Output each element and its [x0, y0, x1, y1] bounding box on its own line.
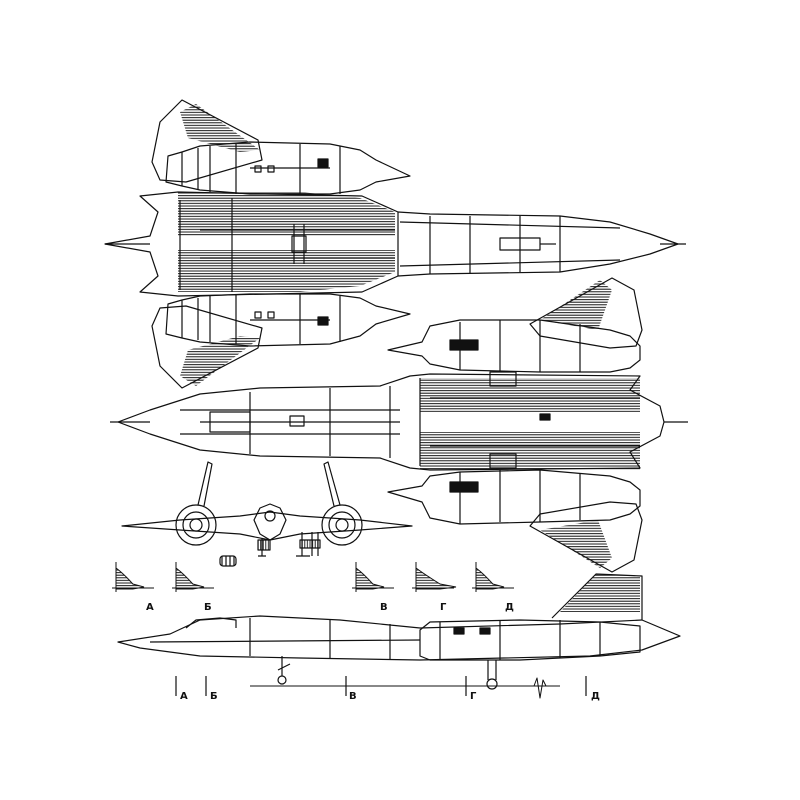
side-canopy [186, 618, 236, 628]
profile-label-d: Д [505, 602, 514, 613]
station-squiggle [530, 678, 552, 698]
bottom-view [110, 278, 688, 572]
bottom-upper-nacelle [388, 320, 640, 372]
side-nose-gear [278, 656, 290, 676]
upper-fin [152, 100, 262, 182]
bottom-wing-upper-hatch [420, 378, 640, 412]
station-label-a: А [180, 691, 188, 702]
section-profile-b [172, 562, 214, 592]
side-fuselage [118, 616, 680, 660]
side-vertical-tail [552, 574, 642, 620]
side-nacelle [420, 620, 640, 660]
bottom-upper-fin [530, 278, 642, 348]
upper-nacelle-exhaust [166, 152, 182, 186]
profile-label-b: Б [204, 602, 212, 613]
section-profile-d [472, 562, 514, 592]
station-label-d: Д [591, 691, 600, 702]
station-label-v: В [349, 691, 357, 702]
bottom-fin-upper-hatch [540, 280, 612, 330]
lower-wing-hatch [178, 250, 395, 292]
front-right-tail [324, 462, 340, 506]
section-profile-a [112, 562, 154, 592]
section-profiles [112, 562, 514, 592]
bottom-wing-lower-hatch [420, 432, 640, 470]
lower-nacelle-exhaust [166, 300, 182, 338]
section-stations [176, 676, 586, 696]
top-view [105, 100, 686, 388]
upper-nacelle [182, 142, 410, 194]
front-fuselage [254, 504, 286, 540]
station-label-b: Б [210, 691, 218, 702]
station-label-g: Г [470, 691, 477, 702]
side-tail-hatch [560, 574, 640, 612]
front-view [122, 462, 412, 566]
section-profile-g [412, 562, 456, 592]
bottom-lower-fin [530, 502, 642, 572]
upper-fin-hatch [180, 104, 260, 152]
lower-fin-hatch [180, 336, 260, 386]
bottom-fin-lower-hatch [540, 520, 612, 568]
front-right-nacelle [322, 505, 362, 545]
profile-label-g: Г [440, 602, 447, 613]
bottom-lower-nacelle [388, 470, 640, 524]
side-main-gear [488, 660, 496, 680]
lower-fin [152, 306, 262, 388]
front-left-tail [198, 462, 212, 506]
front-wheels [222, 556, 234, 566]
section-profile-v [352, 562, 394, 592]
front-wing [122, 512, 412, 540]
profile-label-a: А [146, 602, 154, 613]
side-view [118, 574, 680, 698]
profile-label-v: В [380, 602, 388, 613]
front-left-nacelle [176, 505, 216, 545]
